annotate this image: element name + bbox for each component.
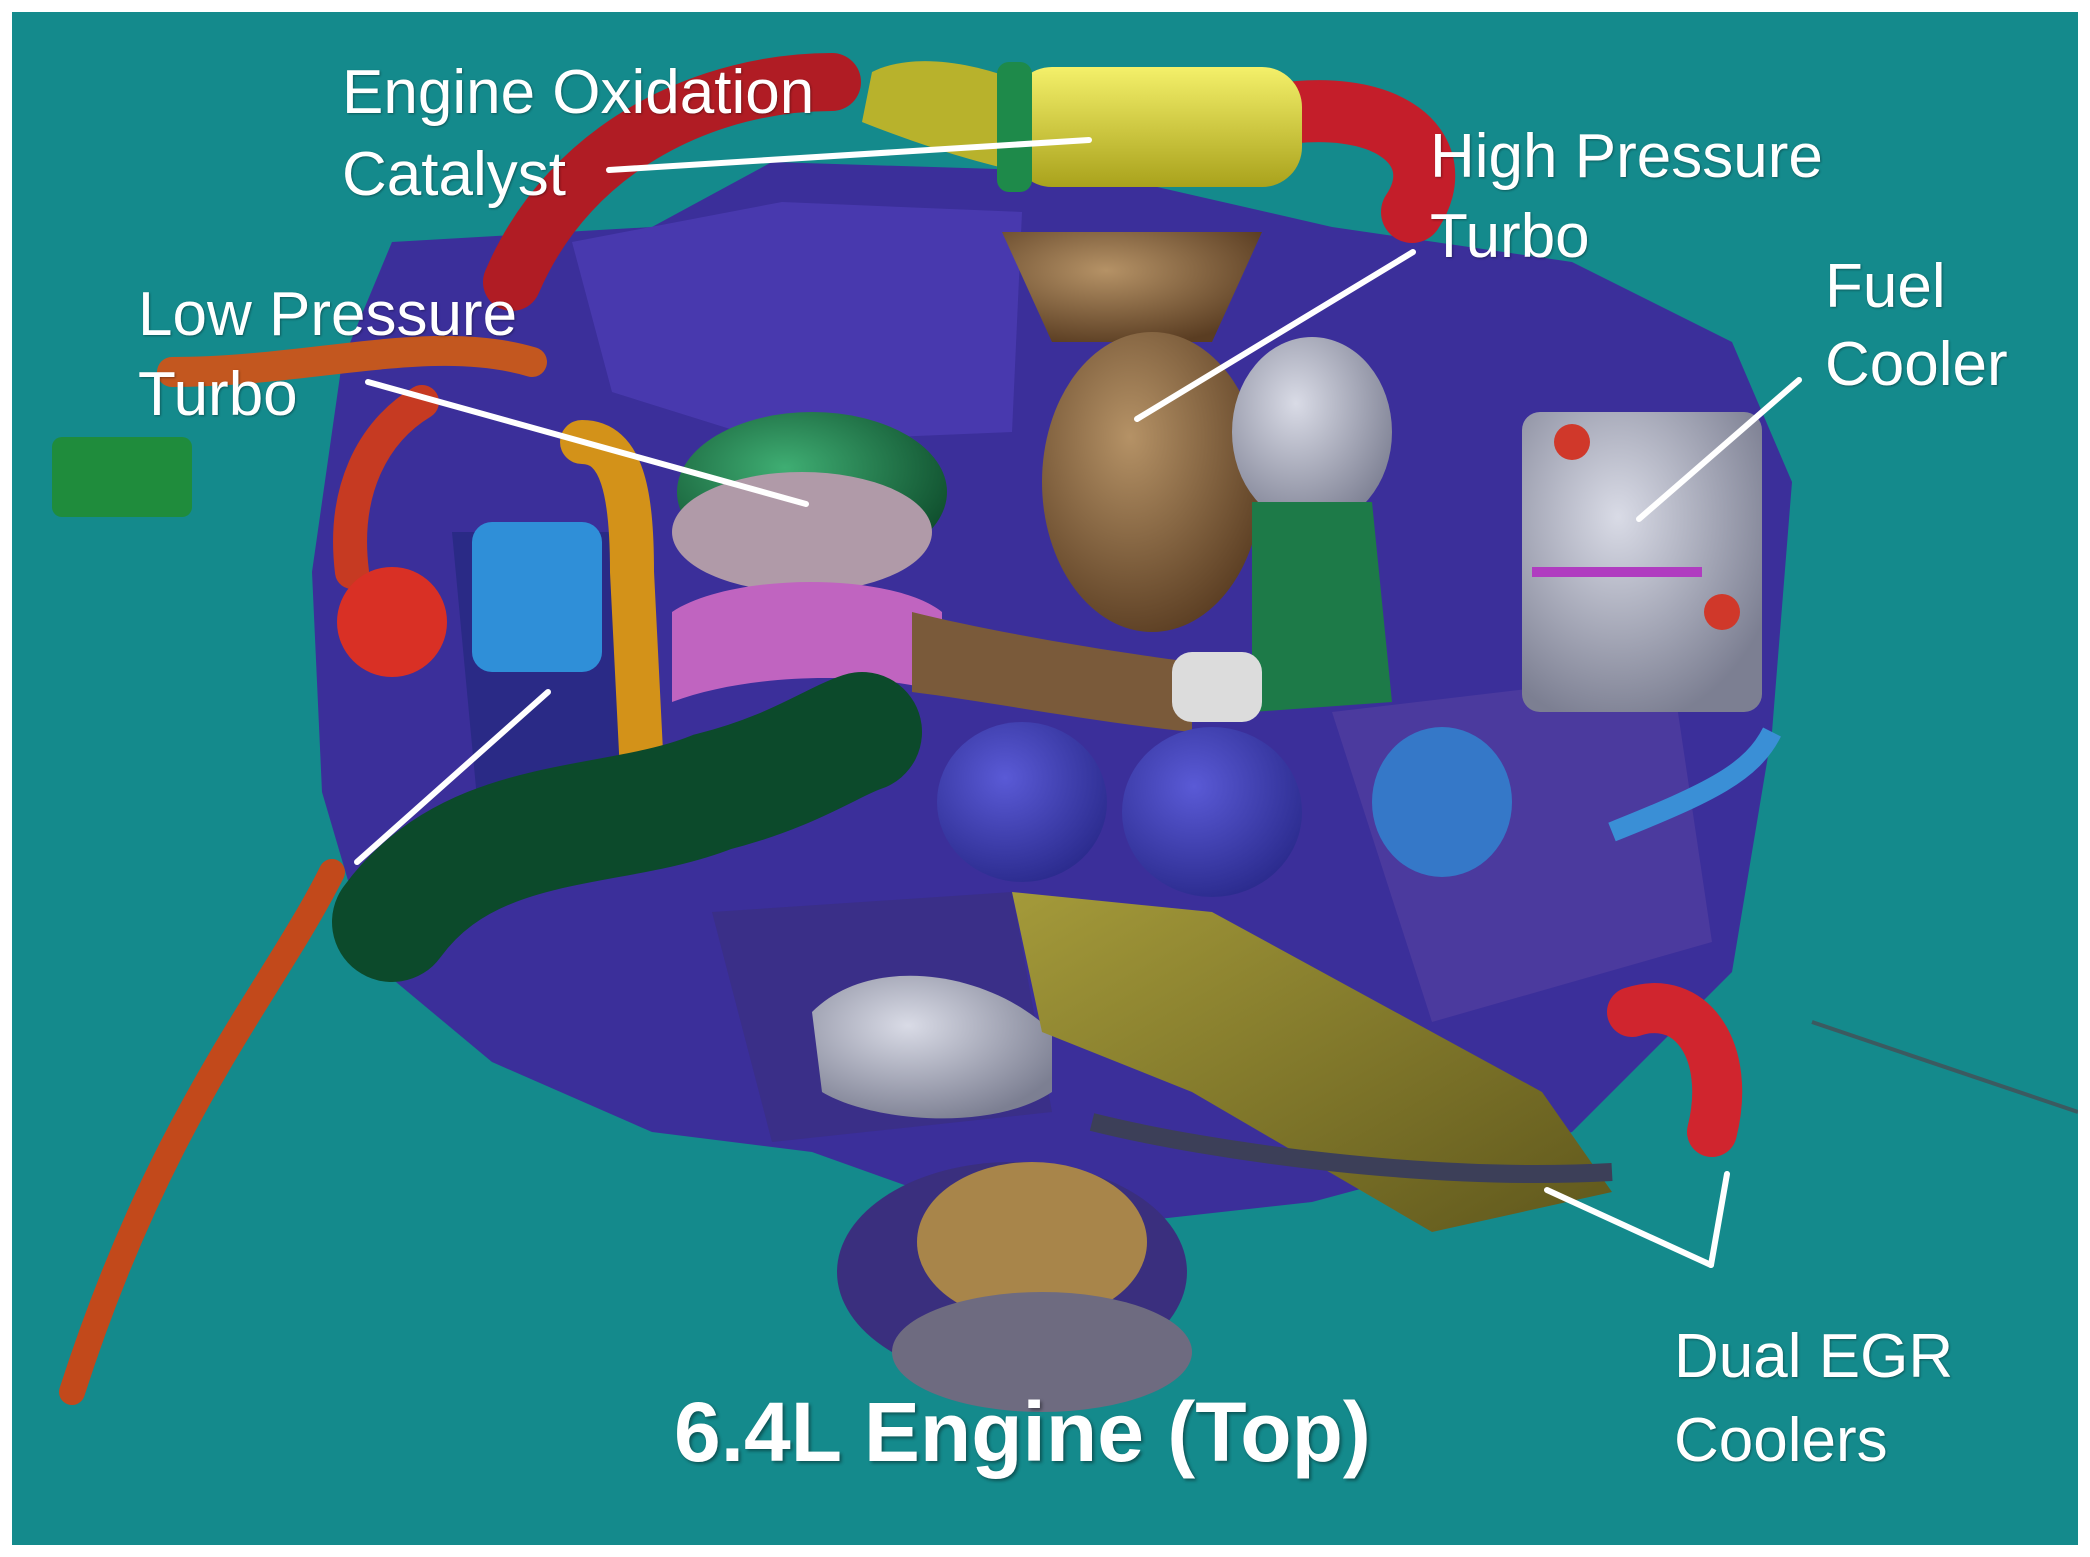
label-low-pressure-turbo-line-1: Low Pressure — [138, 280, 518, 349]
engine-illustration — [52, 53, 2078, 1412]
leader-egr-coolers-2 — [1708, 1171, 1730, 1268]
leader-high-pressure-turbo — [1134, 249, 1416, 422]
fuel-cooler-shape — [1522, 412, 1762, 712]
diagram-panel: Engine Oxidation Catalyst High Pressure … — [12, 12, 2078, 1545]
label-dual-egr-coolers-line-1: Dual EGR — [1674, 1322, 1954, 1391]
label-high-pressure-turbo-line-1: High Pressure — [1430, 122, 1823, 191]
label-oxidation-catalyst-line-1: Engine Oxidation — [342, 58, 815, 127]
egr-coolers-shape — [1012, 727, 1781, 1232]
diagram-caption: 6.4L Engine (Top) — [674, 1385, 1371, 1479]
label-high-pressure-turbo-line-2: Turbo — [1430, 202, 1590, 271]
pulley — [837, 1162, 1192, 1412]
leader-lines — [354, 137, 1802, 1268]
label-oxidation-catalyst-line-2: Catalyst — [342, 140, 566, 209]
high-pressure-turbo-shape — [912, 232, 1392, 732]
low-pressure-turbo-shape — [672, 412, 947, 702]
leader-egr-coolers-1 — [1544, 1187, 1714, 1268]
air-hose — [332, 672, 922, 982]
leader-low-pressure-turbo-2 — [354, 689, 551, 865]
label-fuel-cooler-line-2: Cooler — [1825, 330, 2008, 399]
left-connector — [52, 437, 192, 517]
label-low-pressure-turbo-line-2: Turbo — [138, 360, 298, 429]
leader-oxidation-catalyst — [606, 137, 1092, 173]
exhaust-manifold — [812, 975, 1052, 1119]
leader-low-pressure-turbo-1 — [365, 379, 809, 507]
label-dual-egr-coolers-line-2: Coolers — [1674, 1406, 1888, 1475]
filter-caps — [937, 722, 1512, 897]
red-fitting — [337, 567, 447, 677]
leader-fuel-cooler — [1636, 377, 1802, 522]
wire — [1811, 1020, 2078, 1114]
blue-canister — [472, 522, 602, 672]
exhaust-pipes — [59, 53, 1456, 1405]
label-fuel-cooler-line-1: Fuel — [1825, 252, 1946, 321]
